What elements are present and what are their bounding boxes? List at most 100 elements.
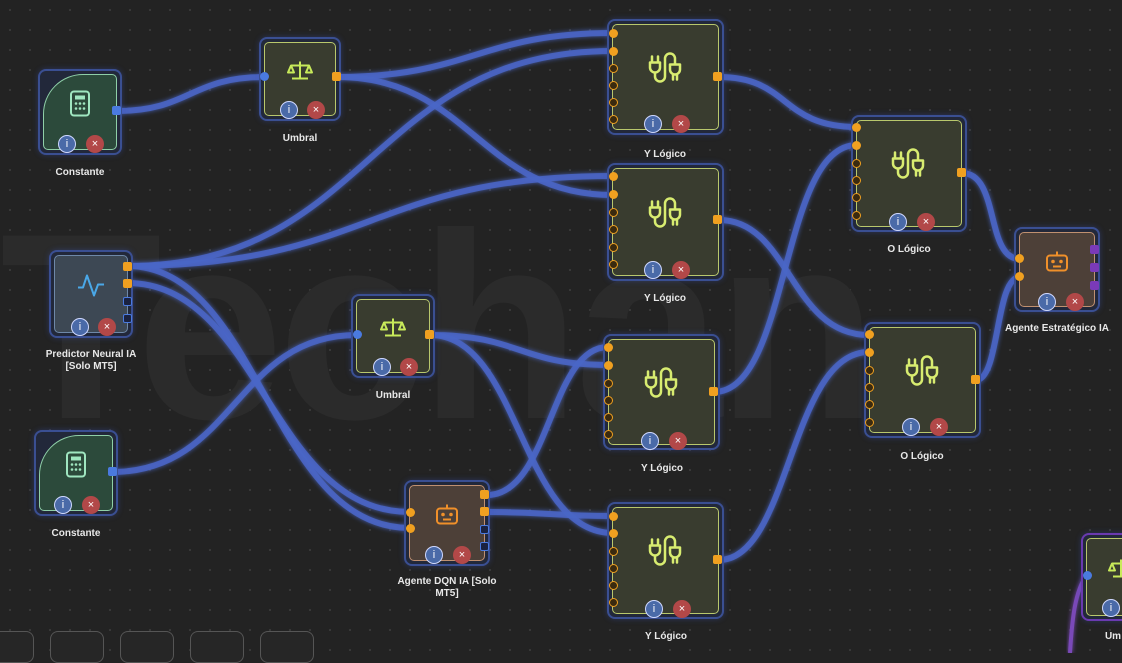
constante-node-2[interactable]: i ×: [34, 430, 118, 516]
output-port[interactable]: [332, 72, 341, 81]
input-port[interactable]: [609, 47, 618, 56]
info-button[interactable]: i: [58, 135, 76, 153]
input-port[interactable]: [1015, 272, 1024, 281]
input-port[interactable]: [604, 413, 613, 422]
input-port[interactable]: [1083, 571, 1092, 580]
info-button[interactable]: i: [644, 261, 662, 279]
input-port[interactable]: [353, 330, 362, 339]
o-logico-node-1[interactable]: i ×: [851, 115, 967, 232]
close-button[interactable]: ×: [669, 432, 687, 450]
input-port[interactable]: [609, 243, 618, 252]
input-port[interactable]: [609, 512, 618, 521]
close-button[interactable]: ×: [672, 115, 690, 133]
agente-dqn-node[interactable]: i ×: [404, 480, 490, 566]
close-button[interactable]: ×: [82, 496, 100, 514]
input-port[interactable]: [609, 115, 618, 124]
output-port[interactable]: [480, 507, 489, 516]
output-port[interactable]: [108, 467, 117, 476]
output-port[interactable]: [713, 215, 722, 224]
input-port[interactable]: [604, 379, 613, 388]
input-port[interactable]: [865, 330, 874, 339]
output-port[interactable]: [1090, 281, 1099, 290]
info-button[interactable]: i: [425, 546, 443, 564]
y-logico-node-1[interactable]: i ×: [607, 19, 724, 135]
input-port[interactable]: [852, 123, 861, 132]
info-button[interactable]: i: [645, 600, 663, 618]
input-port[interactable]: [865, 348, 874, 357]
output-port[interactable]: [123, 262, 132, 271]
info-button[interactable]: i: [280, 101, 298, 119]
input-port[interactable]: [865, 383, 874, 392]
input-port[interactable]: [865, 400, 874, 409]
output-port[interactable]: [713, 555, 722, 564]
input-port[interactable]: [609, 260, 618, 269]
input-port[interactable]: [609, 64, 618, 73]
output-port[interactable]: [1090, 245, 1099, 254]
y-logico-node-3[interactable]: i ×: [603, 334, 720, 450]
input-port[interactable]: [852, 211, 861, 220]
info-button[interactable]: i: [641, 432, 659, 450]
input-port[interactable]: [609, 98, 618, 107]
input-port[interactable]: [604, 396, 613, 405]
input-port[interactable]: [609, 81, 618, 90]
close-button[interactable]: ×: [930, 418, 948, 436]
input-port[interactable]: [609, 581, 618, 590]
constante-node-1[interactable]: i ×: [38, 69, 122, 155]
input-port[interactable]: [609, 598, 618, 607]
close-button[interactable]: ×: [673, 600, 691, 618]
input-port[interactable]: [609, 29, 618, 38]
output-port[interactable]: [425, 330, 434, 339]
output-port[interactable]: [957, 168, 966, 177]
toolbar-button[interactable]: [50, 631, 104, 663]
predictor-node[interactable]: i ×: [49, 250, 133, 338]
input-port[interactable]: [406, 508, 415, 517]
input-port[interactable]: [609, 225, 618, 234]
input-port[interactable]: [609, 547, 618, 556]
output-port[interactable]: [123, 314, 132, 323]
input-port[interactable]: [609, 190, 618, 199]
input-port[interactable]: [865, 366, 874, 375]
input-port[interactable]: [852, 141, 861, 150]
input-port[interactable]: [852, 159, 861, 168]
info-button[interactable]: i: [373, 358, 391, 376]
output-port[interactable]: [112, 106, 121, 115]
close-button[interactable]: ×: [1066, 293, 1084, 311]
agente-estrategico-node[interactable]: i ×: [1014, 227, 1100, 312]
output-port[interactable]: [123, 297, 132, 306]
input-port[interactable]: [406, 524, 415, 533]
close-button[interactable]: ×: [917, 213, 935, 231]
umbral-node-2[interactable]: i ×: [351, 294, 435, 378]
output-port[interactable]: [123, 279, 132, 288]
close-button[interactable]: ×: [307, 101, 325, 119]
info-button[interactable]: i: [889, 213, 907, 231]
close-button[interactable]: ×: [86, 135, 104, 153]
info-button[interactable]: i: [54, 496, 72, 514]
close-button[interactable]: ×: [400, 358, 418, 376]
input-port[interactable]: [604, 361, 613, 370]
umbral-node-3[interactable]: i: [1081, 533, 1122, 621]
input-port[interactable]: [609, 564, 618, 573]
close-button[interactable]: ×: [98, 318, 116, 336]
info-button[interactable]: i: [1102, 599, 1120, 617]
close-button[interactable]: ×: [672, 261, 690, 279]
output-port[interactable]: [713, 72, 722, 81]
y-logico-node-4[interactable]: i ×: [607, 502, 724, 619]
toolbar-button[interactable]: [0, 631, 34, 663]
y-logico-node-2[interactable]: i ×: [607, 163, 724, 281]
input-port[interactable]: [852, 193, 861, 202]
close-button[interactable]: ×: [453, 546, 471, 564]
output-port[interactable]: [1090, 263, 1099, 272]
output-port[interactable]: [709, 387, 718, 396]
umbral-node-1[interactable]: i ×: [259, 37, 341, 121]
input-port[interactable]: [865, 418, 874, 427]
info-button[interactable]: i: [71, 318, 89, 336]
input-port[interactable]: [260, 72, 269, 81]
info-button[interactable]: i: [644, 115, 662, 133]
info-button[interactable]: i: [902, 418, 920, 436]
o-logico-node-2[interactable]: i ×: [864, 322, 981, 438]
input-port[interactable]: [609, 529, 618, 538]
input-port[interactable]: [609, 172, 618, 181]
toolbar-button[interactable]: [260, 631, 314, 663]
input-port[interactable]: [852, 176, 861, 185]
info-button[interactable]: i: [1038, 293, 1056, 311]
